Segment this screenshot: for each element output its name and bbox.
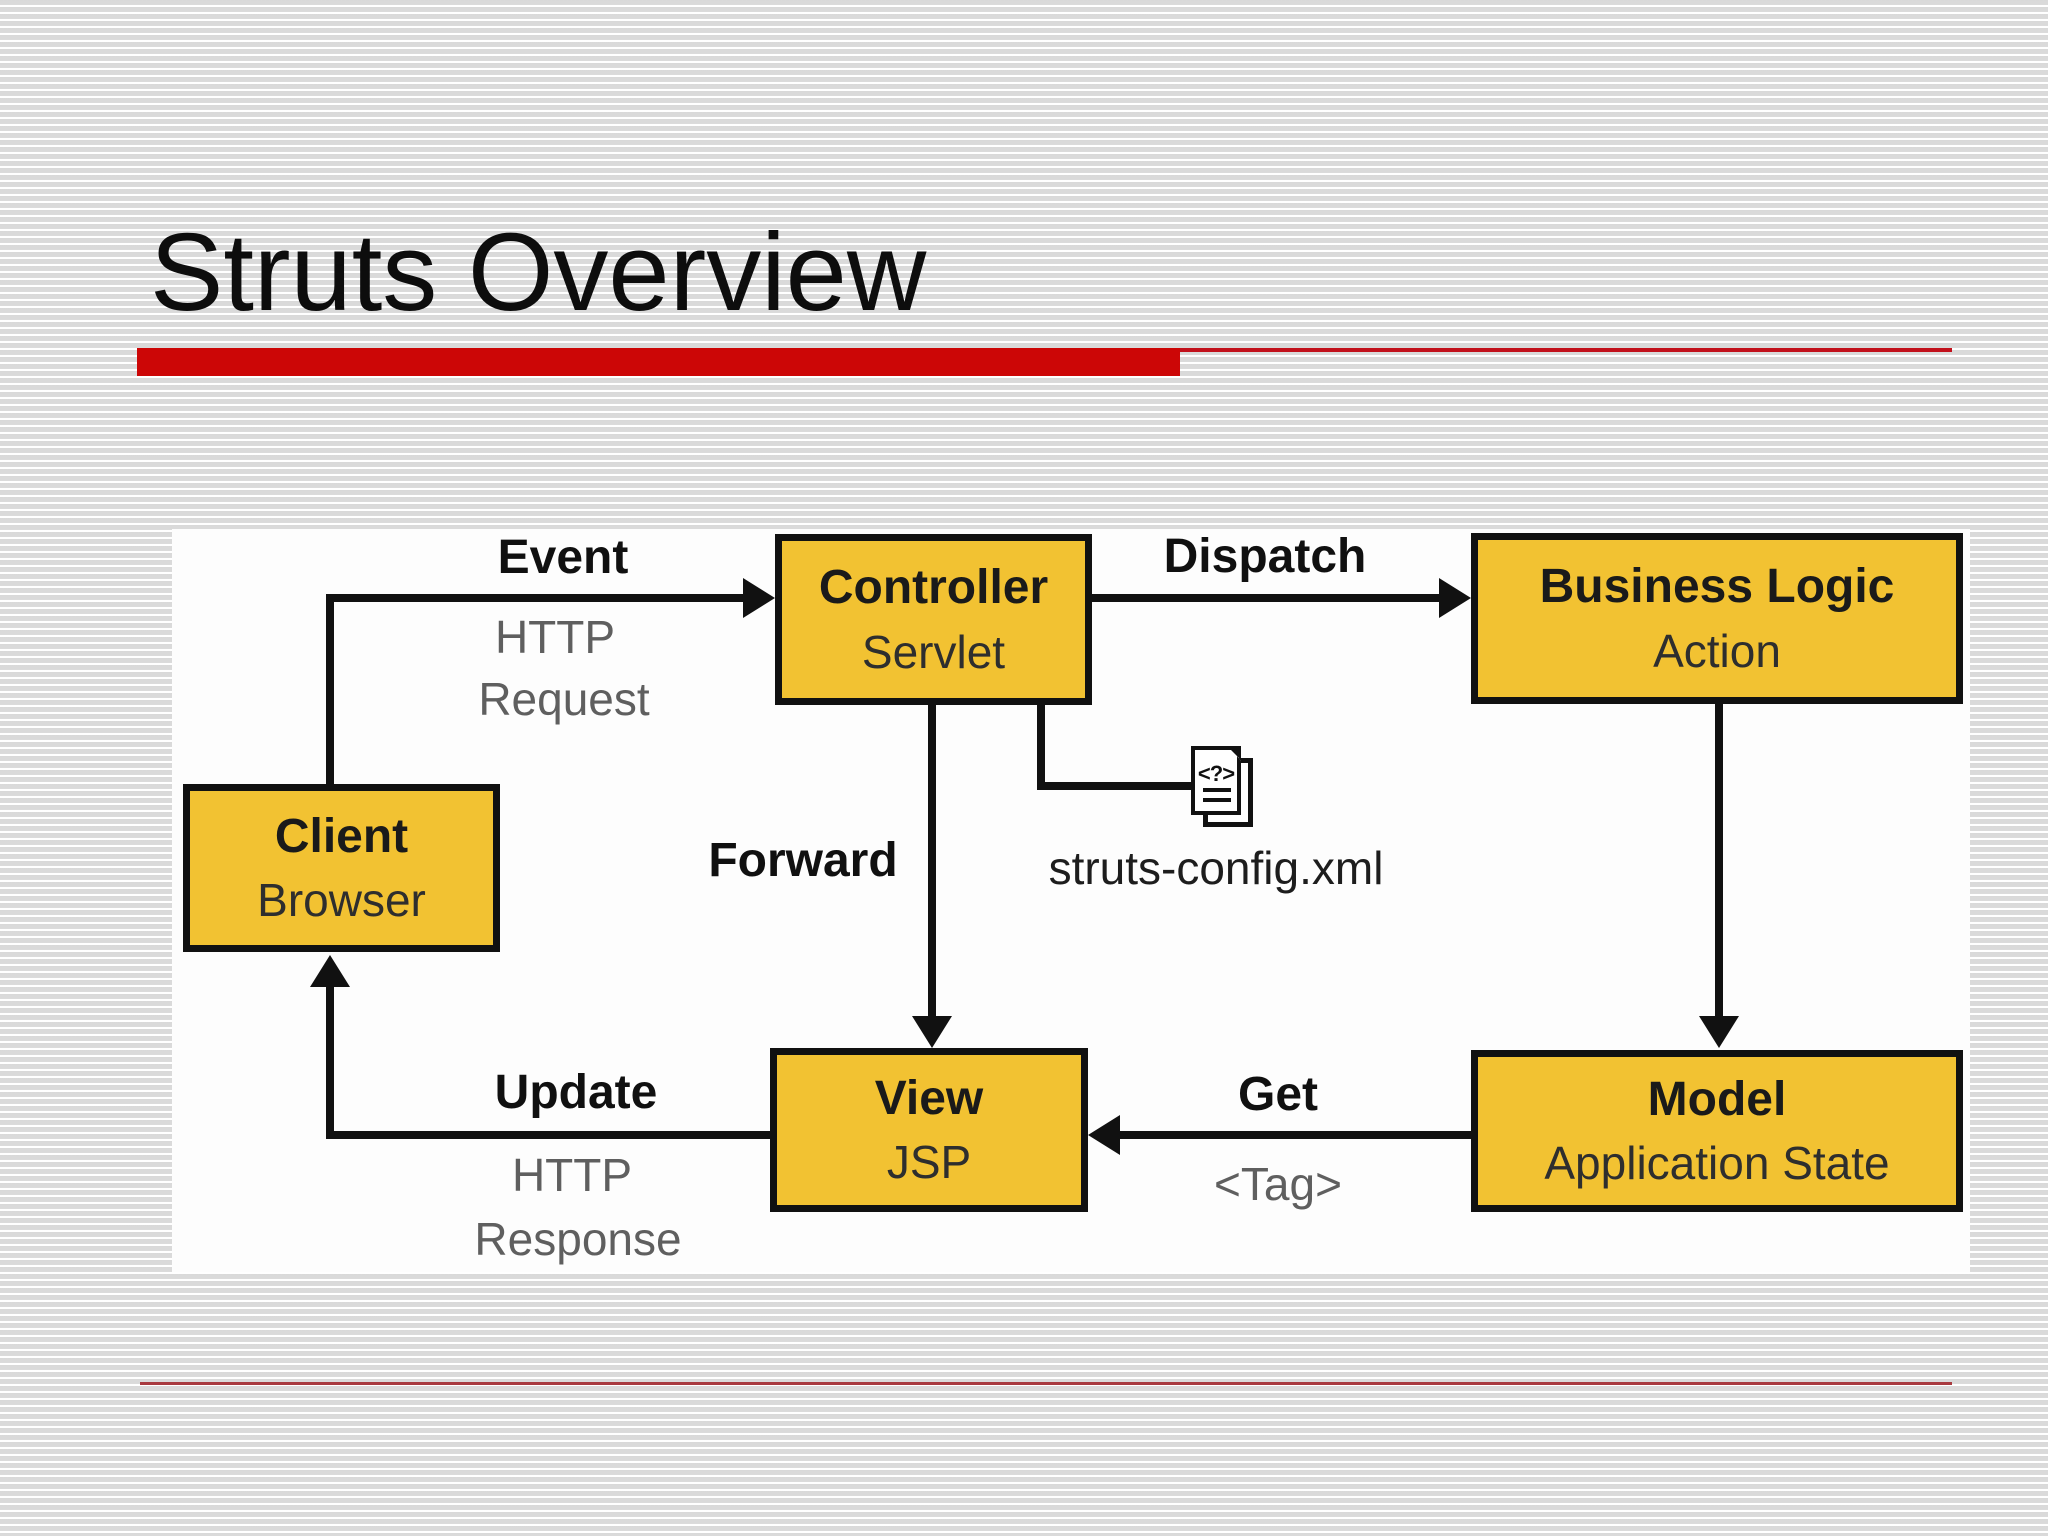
accent-bar	[137, 348, 1180, 376]
action-to-model-arrowhead-icon	[1699, 1016, 1739, 1048]
event-line-vertical	[326, 598, 334, 784]
controller-box-title: Controller	[818, 561, 1049, 615]
model-application-state-box: Model Application State	[1471, 1050, 1963, 1212]
client-box-subtitle: Browser	[257, 874, 426, 927]
forward-line	[928, 705, 936, 1018]
model-box-subtitle: Application State	[1544, 1137, 1890, 1190]
tag-label: <Tag>	[1214, 1158, 1342, 1210]
action-to-model-line	[1715, 704, 1723, 1018]
view-jsp-box: View JSP	[770, 1048, 1088, 1212]
dispatch-arrowhead-icon	[1439, 578, 1471, 618]
business-logic-box-title: Business Logic	[1539, 560, 1895, 614]
http-request-label-line2: Request	[478, 673, 650, 725]
event-arrowhead-icon	[743, 578, 775, 618]
http-response-label-line2: Response	[474, 1213, 682, 1265]
event-label: Event	[497, 531, 629, 584]
struts-config-label: struts-config.xml	[1048, 842, 1384, 894]
update-line-horizontal	[330, 1131, 770, 1139]
get-label: Get	[1237, 1068, 1319, 1121]
dispatch-line	[1092, 594, 1442, 602]
get-line	[1120, 1131, 1471, 1139]
update-line-vertical	[326, 984, 334, 1139]
forward-label: Forward	[708, 834, 898, 887]
model-box-title: Model	[1647, 1072, 1787, 1126]
update-arrowhead-icon	[310, 955, 350, 987]
get-arrowhead-icon	[1088, 1115, 1120, 1155]
footer-rule	[140, 1382, 1952, 1385]
business-logic-box-subtitle: Action	[1653, 624, 1781, 677]
view-box-subtitle: JSP	[886, 1136, 972, 1189]
http-request-label-line1: HTTP	[494, 611, 616, 663]
config-line-horizontal	[1037, 782, 1191, 790]
business-logic-action-box: Business Logic Action	[1471, 533, 1963, 704]
dispatch-label: Dispatch	[1163, 530, 1367, 583]
forward-arrowhead-icon	[912, 1016, 952, 1048]
xml-doc-textline-icon	[1203, 788, 1231, 792]
event-line-horizontal	[326, 594, 745, 602]
xml-doc-textline-icon	[1203, 798, 1231, 802]
view-box-title: View	[874, 1071, 984, 1125]
page-title: Struts Overview	[150, 211, 927, 334]
client-browser-box: Client Browser	[183, 784, 500, 952]
accent-thin-line	[1180, 348, 1952, 352]
controller-servlet-box: Controller Servlet	[775, 534, 1092, 705]
controller-box-subtitle: Servlet	[861, 625, 1006, 678]
config-line-vertical	[1037, 705, 1045, 790]
update-label: Update	[494, 1066, 658, 1119]
xml-doc-glyph: <?>	[1197, 761, 1235, 786]
client-box-title: Client	[274, 809, 409, 863]
xml-document-fold-icon	[1227, 746, 1241, 760]
diagram-panel: Client Browser Controller Servlet Busine…	[172, 529, 1970, 1272]
http-response-label-line1: HTTP	[511, 1149, 633, 1201]
